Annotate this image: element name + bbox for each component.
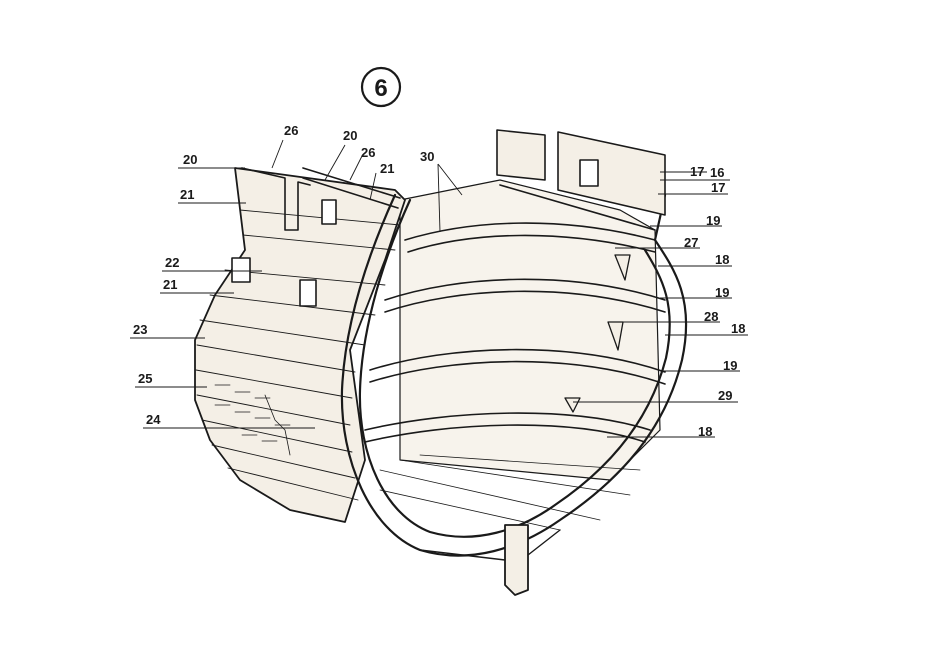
callout-label: 28 xyxy=(704,309,718,324)
callout-label: 18 xyxy=(715,252,729,267)
callout-label: 21 xyxy=(180,187,194,202)
callout-label: 30 xyxy=(420,149,434,164)
callout-label: 26 xyxy=(284,123,298,138)
callout-label: 18 xyxy=(698,424,712,439)
callout-label: 25 xyxy=(138,371,152,386)
callout-label: 18 xyxy=(731,321,745,336)
callout-label: 26 xyxy=(361,145,375,160)
callout-label: 29 xyxy=(718,388,732,403)
step-number: 6 xyxy=(374,75,387,102)
callout-label: 19 xyxy=(715,285,729,300)
callout-label: 22 xyxy=(165,255,179,270)
callout-label: 21 xyxy=(380,161,394,176)
callout-label: 20 xyxy=(183,152,197,167)
callout-label: 27 xyxy=(684,235,698,250)
callout-label: 20 xyxy=(343,128,357,143)
callout-label: 23 xyxy=(133,322,147,337)
callout-label: 19 xyxy=(706,213,720,228)
callout-label: 19 xyxy=(723,358,737,373)
callout-label: 17 xyxy=(690,164,704,179)
callout-label: 17 xyxy=(711,180,725,195)
callout-label: 16 xyxy=(710,165,724,180)
callout-label: 24 xyxy=(146,412,161,427)
step-badge: 6 xyxy=(362,68,400,106)
hull-illustration xyxy=(195,130,686,595)
keel xyxy=(505,525,528,595)
callout-label: 21 xyxy=(163,277,177,292)
